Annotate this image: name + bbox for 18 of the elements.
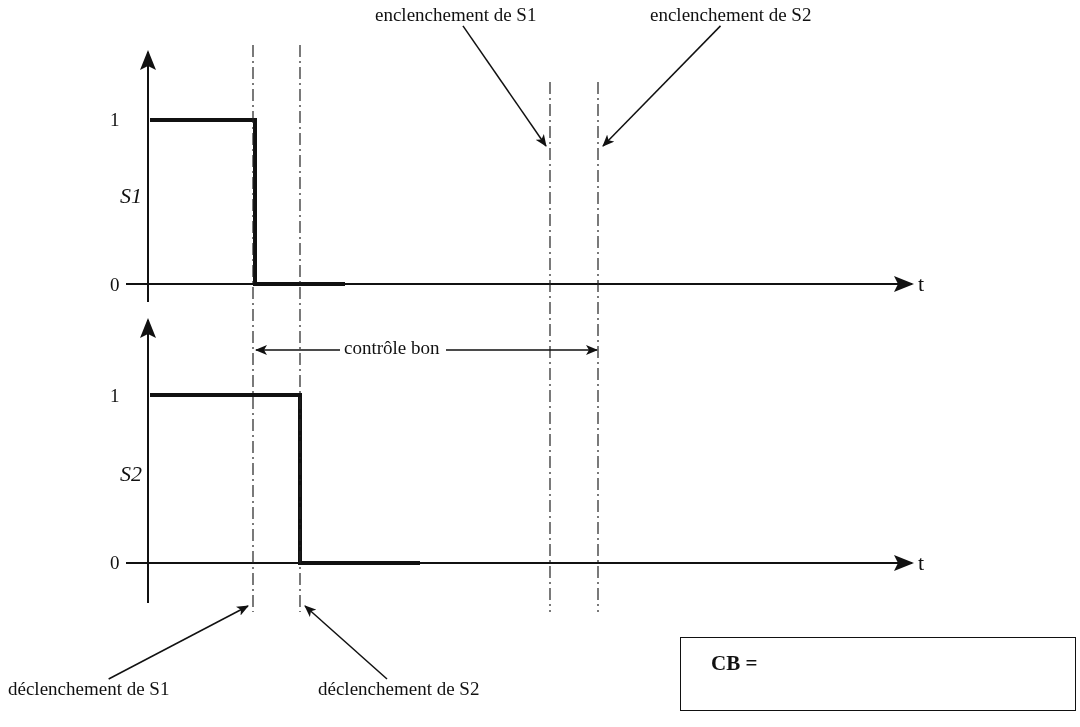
signal-name: S1	[120, 184, 142, 209]
answer-box: CB =	[680, 637, 1076, 711]
callout-text: enclenchement de S1	[375, 5, 537, 26]
dimension-label: contrôle bon	[344, 338, 440, 359]
axis-label: 0	[110, 553, 120, 574]
callout-text: déclenchement de S2	[318, 679, 480, 700]
leader-line	[107, 605, 249, 680]
callout-text: déclenchement de S1	[8, 679, 170, 700]
axis-label: 1	[110, 110, 120, 131]
leader-line	[304, 605, 388, 680]
leader-line	[462, 25, 547, 147]
signal-name: S2	[120, 462, 142, 487]
leader-line	[602, 25, 722, 147]
callout-text: enclenchement de S2	[650, 5, 812, 26]
axis-label: t	[918, 272, 925, 297]
axis-label: 1	[110, 386, 120, 407]
axis-label: t	[918, 551, 925, 576]
axis-label: 0	[110, 275, 120, 296]
